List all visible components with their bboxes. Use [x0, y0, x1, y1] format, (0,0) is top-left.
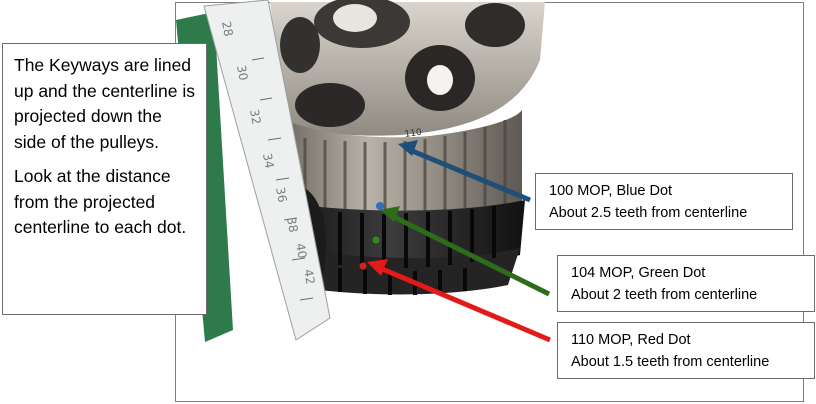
callout-blue-dot: 100 MOP, Blue Dot About 2.5 teeth from c… — [535, 173, 793, 230]
metal-pulley: 110 — [270, 0, 545, 216]
callout-detail: About 2.5 teeth from centerline — [549, 205, 748, 221]
ruler-label: 40 — [293, 242, 309, 259]
callout-title: 104 MOP, Green Dot — [571, 265, 706, 281]
arrow-red — [367, 259, 551, 343]
arrow-blue-shaft — [409, 147, 531, 203]
callout-green-dot: 104 MOP, Green Dot About 2 teeth from ce… — [557, 255, 815, 312]
green-dot — [372, 236, 380, 244]
ruler-label: 30 — [234, 64, 250, 81]
arrow-green-head — [380, 206, 400, 222]
intro-text-box: The Keyways are lined up and the centerl… — [2, 43, 207, 315]
callout-red-dot: 110 MOP, Red Dot About 1.5 teeth from ce… — [557, 322, 815, 379]
intro-paragraph-2: Look at the distance from the projected … — [14, 166, 187, 237]
callout-detail: About 1.5 teeth from centerline — [571, 354, 770, 370]
arrow-red-shaft — [379, 265, 551, 343]
callout-title: 110 MOP, Red Dot — [571, 332, 691, 348]
arrow-green — [380, 206, 551, 297]
arrow-blue — [398, 140, 531, 203]
arrow-blue-head — [398, 140, 418, 156]
ruler-label: 36 — [273, 186, 289, 203]
ruler-label: 28 — [219, 20, 235, 37]
callout-title: 100 MOP, Blue Dot — [549, 183, 673, 199]
ruler-label: 42 — [301, 268, 317, 285]
callout-detail: About 2 teeth from centerline — [571, 287, 758, 303]
pulley-mark: 110 — [404, 128, 423, 140]
red-dot — [359, 262, 367, 270]
ruler-label: 38 — [284, 216, 300, 233]
intro-paragraph-1: The Keyways are lined up and the centerl… — [14, 55, 195, 152]
ruler-label: 32 — [247, 108, 263, 125]
arrow-red-head — [367, 259, 388, 276]
blue-dot — [376, 202, 384, 210]
ruler-label: 34 — [260, 152, 276, 169]
arrow-green-shaft — [390, 213, 551, 297]
